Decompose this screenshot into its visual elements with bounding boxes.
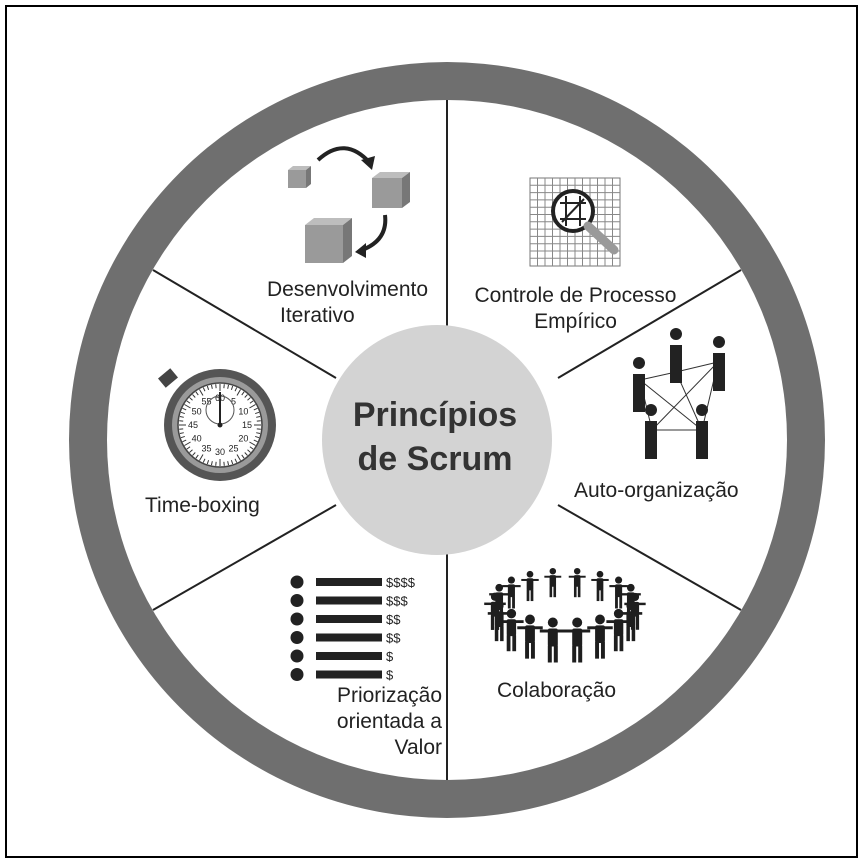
list-bullet — [290, 612, 304, 626]
label-iterative-development: Desenvolvimento Iterativo — [250, 277, 445, 329]
divider-bottom-left — [152, 504, 337, 611]
prioritized-list-icon: $$$$$$$$$$$$$ — [290, 575, 416, 683]
stopwatch-number: 15 — [242, 420, 252, 430]
list-bar — [316, 596, 382, 605]
label-value-based-prioritization: Priorização orientada a Valor — [300, 683, 442, 761]
list-bar — [316, 578, 382, 586]
label-line: Controle de Processo — [474, 284, 677, 307]
stopwatch-number: 5 — [231, 397, 236, 407]
stopwatch-number: 20 — [238, 434, 248, 444]
segment-dividers — [152, 100, 742, 780]
list-bar — [316, 652, 382, 660]
people-circle-icon — [484, 567, 646, 663]
person-figure — [502, 576, 521, 609]
person-figure — [620, 583, 641, 619]
divider-top-right — [557, 269, 742, 379]
stopwatch-number: 50 — [192, 407, 202, 417]
stopwatch-number: 25 — [228, 443, 238, 453]
list-bullet — [290, 649, 304, 663]
stopwatch-number: 10 — [238, 407, 248, 417]
person-figure — [517, 614, 543, 659]
network-people-icon — [633, 328, 725, 459]
list-bar — [316, 615, 382, 623]
divider-bottom-right — [557, 504, 742, 611]
list-value: $$$ — [386, 594, 408, 609]
label-collaboration: Colaboração — [497, 678, 616, 704]
label-line: Empírico — [534, 310, 617, 333]
person-figure — [564, 617, 591, 663]
label-line: Auto-organização — [574, 479, 739, 502]
center-title-line2: de Scrum — [357, 440, 513, 478]
stopwatch-number: 40 — [192, 434, 202, 444]
center-title-line1: Princípios — [352, 396, 518, 434]
label-line: orientada a — [336, 710, 442, 733]
person-figure — [609, 576, 628, 609]
label-line: Priorização — [336, 684, 442, 707]
iteration-cubes-icon — [288, 146, 410, 263]
list-bar — [316, 633, 382, 642]
label-line: Desenvolvimento — [266, 278, 429, 301]
person-figure — [591, 570, 609, 602]
person-figure — [539, 617, 566, 663]
list-value: $$ — [386, 612, 401, 627]
stopwatch-number: 30 — [215, 447, 225, 457]
magnifier-grid-icon — [529, 177, 621, 267]
list-bullet — [290, 631, 304, 644]
list-bullet — [290, 575, 304, 589]
label-time-boxing: Time-boxing — [145, 493, 260, 519]
label-line: Time-boxing — [145, 494, 260, 517]
person-figure — [521, 570, 539, 602]
label-empirical-process-control: Controle de Processo Empírico — [453, 283, 698, 335]
divider-top-left — [152, 269, 337, 379]
label-line: Valor — [394, 736, 442, 759]
list-value: $$$$ — [386, 575, 416, 590]
person-figure — [587, 614, 613, 659]
stopwatch-number: 35 — [201, 443, 211, 453]
center-title: Princípios de Scrum — [323, 393, 547, 481]
person-figure — [568, 567, 586, 598]
person-figure — [489, 583, 510, 619]
list-value: $$ — [386, 631, 401, 646]
stopwatch-icon: 60510152025303540455055 — [158, 368, 276, 481]
label-line: Colaboração — [497, 679, 617, 702]
list-value: $ — [386, 668, 394, 683]
list-value: $ — [386, 649, 394, 664]
stopwatch-number: 55 — [201, 397, 211, 407]
list-bullet — [290, 594, 304, 607]
list-bullet — [290, 668, 304, 681]
list-bar — [316, 670, 382, 679]
stopwatch-number: 45 — [188, 420, 198, 430]
label-line: Iterativo — [280, 304, 355, 327]
center-circle — [322, 325, 552, 555]
person-figure — [499, 608, 524, 652]
person-figure — [544, 567, 562, 598]
label-self-organization: Auto-organização — [574, 478, 739, 504]
person-figure — [606, 608, 631, 652]
